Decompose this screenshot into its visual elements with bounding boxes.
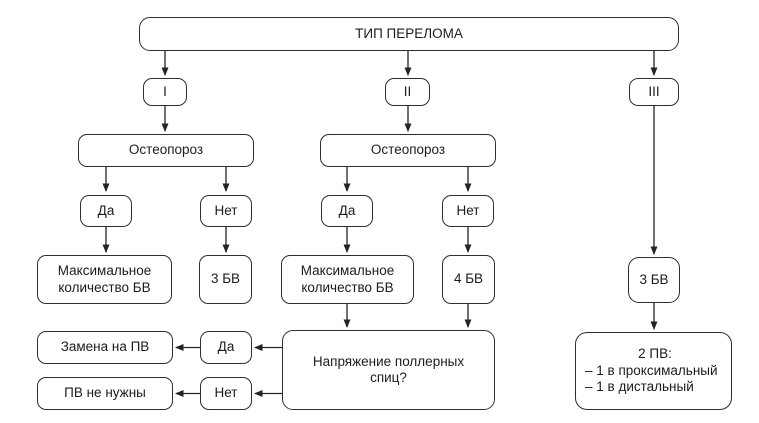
node-yes-ii-label: Да — [338, 202, 356, 218]
node-question-yes: Да — [200, 331, 252, 364]
node-question-no: Нет — [200, 377, 252, 410]
node-3bv-i-label: 3 БВ — [210, 271, 241, 287]
node-poller-wire-question: Напряжение поллерных спиц? — [282, 330, 495, 410]
node-osteoporosis-i-label: Остеопороз — [128, 142, 204, 158]
node-pv-not-needed: ПВ не нужны — [37, 377, 173, 410]
node-type-i-label: I — [163, 83, 167, 99]
node-question-no-label: Нет — [214, 385, 238, 401]
node-4bv-ii-label: 4 БВ — [453, 271, 484, 287]
node-type-ii: II — [385, 78, 430, 106]
node-yes-i-label: Да — [97, 202, 115, 218]
node-yes-ii: Да — [321, 195, 373, 227]
node-no-ii: Нет — [442, 195, 494, 227]
node-2pv-result: 2 ПВ: – 1 в проксимальный – 1 в дистальн… — [575, 332, 732, 410]
node-3bv-iii-label: 3 БВ — [639, 271, 669, 287]
node-no-ii-label: Нет — [456, 202, 480, 218]
node-max-screws-i-label: Максимальное количество БВ — [57, 263, 152, 295]
node-3bv-i: 3 БВ — [199, 255, 252, 304]
node-no-i-label: Нет — [214, 202, 238, 218]
node-fracture-type: ТИП ПЕРЕЛОМА — [139, 17, 679, 51]
node-poller-wire-question-label: Напряжение поллерных спиц? — [312, 353, 465, 385]
node-replace-with-pv-label: Замена на ПВ — [60, 339, 150, 355]
node-osteoporosis-i: Остеопороз — [78, 134, 254, 167]
node-pv-not-needed-label: ПВ не нужны — [64, 385, 146, 401]
node-fracture-type-label: ТИП ПЕРЕЛОМА — [355, 25, 463, 41]
node-osteoporosis-ii-label: Остеопороз — [370, 142, 446, 158]
node-type-iii-label: III — [648, 83, 660, 99]
node-no-i: Нет — [200, 195, 252, 227]
node-2pv-item-proximal: – 1 в проксимальный — [585, 362, 718, 378]
node-max-screws-ii: Максимальное количество БВ — [281, 255, 414, 304]
node-type-i: I — [143, 78, 187, 106]
node-max-screws-i: Максимальное количество БВ — [37, 255, 172, 304]
node-3bv-iii: 3 БВ — [628, 257, 680, 303]
node-type-iii: III — [629, 78, 679, 106]
node-replace-with-pv: Замена на ПВ — [37, 331, 173, 364]
node-2pv-title: 2 ПВ: — [638, 346, 672, 362]
node-max-screws-ii-label: Максимальное количество БВ — [300, 263, 395, 295]
node-2pv-item-distal: – 1 в дистальный — [585, 379, 694, 395]
node-osteoporosis-ii: Остеопороз — [320, 134, 496, 167]
node-type-ii-label: II — [403, 83, 412, 99]
node-4bv-ii: 4 БВ — [442, 255, 495, 304]
node-yes-i: Да — [80, 195, 132, 227]
node-question-yes-label: Да — [217, 339, 235, 355]
